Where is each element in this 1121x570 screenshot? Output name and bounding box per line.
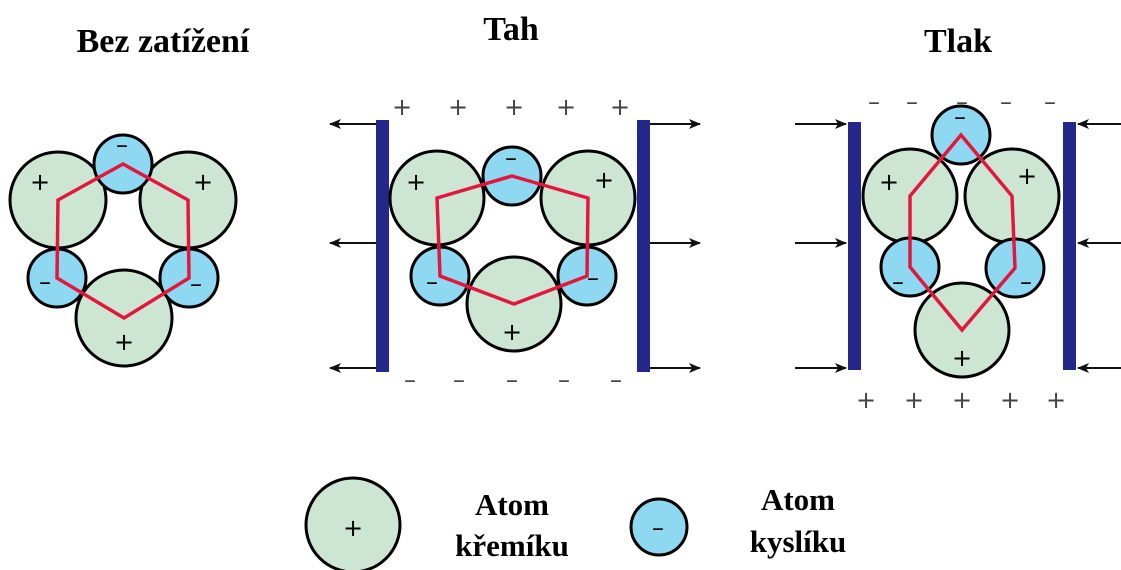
oxygen-sign: – [190, 270, 202, 298]
silicon-sign: + [114, 328, 134, 356]
panel-tension: Tah + + + + + – – – – – [329, 11, 701, 394]
silicon-sign: + [594, 166, 614, 194]
top-charge-row: – – – – – [868, 88, 1056, 116]
legend-oxygen: – Atom kyslíku [629, 482, 847, 559]
plate-right [637, 120, 650, 372]
charge-sign: – [404, 366, 416, 394]
top-charge-row: + + + + + [392, 93, 630, 121]
silicon-sign: + [343, 514, 363, 542]
silicon-sign: + [502, 318, 522, 346]
charge-sign: + [556, 93, 576, 121]
plate-left [848, 122, 861, 370]
silicon-sign: + [406, 168, 426, 196]
charge-sign: – [868, 88, 880, 116]
molecule-tension: + + + – – – [388, 144, 637, 353]
silicon-sign: + [30, 168, 50, 196]
oxygen-sign: – [116, 131, 128, 159]
oxygen-sign: – [954, 103, 966, 131]
hexagon-bonds [435, 174, 590, 306]
silicon-sign: + [1017, 162, 1037, 190]
charge-sign: + [392, 93, 412, 121]
hexagon-bonds [55, 161, 191, 321]
legend: + Atom křemíku – Atom kyslíku [304, 476, 847, 570]
plate-left [376, 120, 389, 372]
charge-sign: – [610, 366, 622, 394]
oxygen-sign: – [1020, 268, 1032, 296]
legend-silicon-label-line2: křemíku [455, 528, 569, 563]
bottom-charge-row: + + + + + [856, 386, 1066, 414]
legend-silicon: + Atom křemíku [304, 476, 569, 570]
oxygen-sign: – [426, 268, 438, 296]
bottom-charge-row: – – – – – [404, 366, 622, 394]
legend-oxygen-label-line1: Atom [761, 482, 835, 517]
charge-sign: – [1000, 88, 1012, 116]
charge-sign: – [506, 366, 518, 394]
silicon-sign: + [879, 168, 899, 196]
charge-sign: – [906, 88, 918, 116]
plate-right [1063, 122, 1076, 370]
molecule-no-load: + + + – – – [8, 131, 238, 368]
charge-sign: + [856, 386, 876, 414]
legend-oxygen-label-line2: kyslíku [750, 524, 847, 559]
charge-sign: + [1046, 386, 1066, 414]
charge-sign: + [904, 386, 924, 414]
charge-sign: – [453, 366, 465, 394]
legend-silicon-label-line1: Atom [475, 487, 549, 522]
panel-compression: Tlak – – – – – + + + + + [795, 23, 1121, 414]
oxygen-sign: – [892, 268, 904, 296]
silicon-sign: + [952, 344, 972, 372]
charge-sign: + [610, 93, 630, 121]
charge-sign: + [952, 386, 972, 414]
charge-sign: – [1044, 88, 1056, 116]
legend-silicon-swatch [304, 476, 402, 570]
charge-sign: – [558, 366, 570, 394]
charge-sign: + [504, 93, 524, 121]
panel-title-no-load: Bez zatížení [77, 23, 250, 60]
panel-title-tension: Tah [483, 11, 539, 48]
charge-sign: + [448, 93, 468, 121]
panel-title-compression: Tlak [924, 23, 992, 60]
legend-oxygen-swatch [629, 497, 689, 557]
molecule-compression: + + + – – – [861, 103, 1061, 379]
oxygen-sign: – [587, 264, 599, 292]
hexagon-bonds [908, 132, 1017, 333]
silicon-sign: + [193, 168, 213, 196]
oxygen-sign: – [39, 268, 51, 296]
oxygen-sign: – [505, 144, 517, 172]
panel-no-load: Bez zatížení + + + – – – [8, 23, 250, 368]
oxygen-sign: – [652, 514, 664, 542]
charge-sign: + [1000, 386, 1020, 414]
